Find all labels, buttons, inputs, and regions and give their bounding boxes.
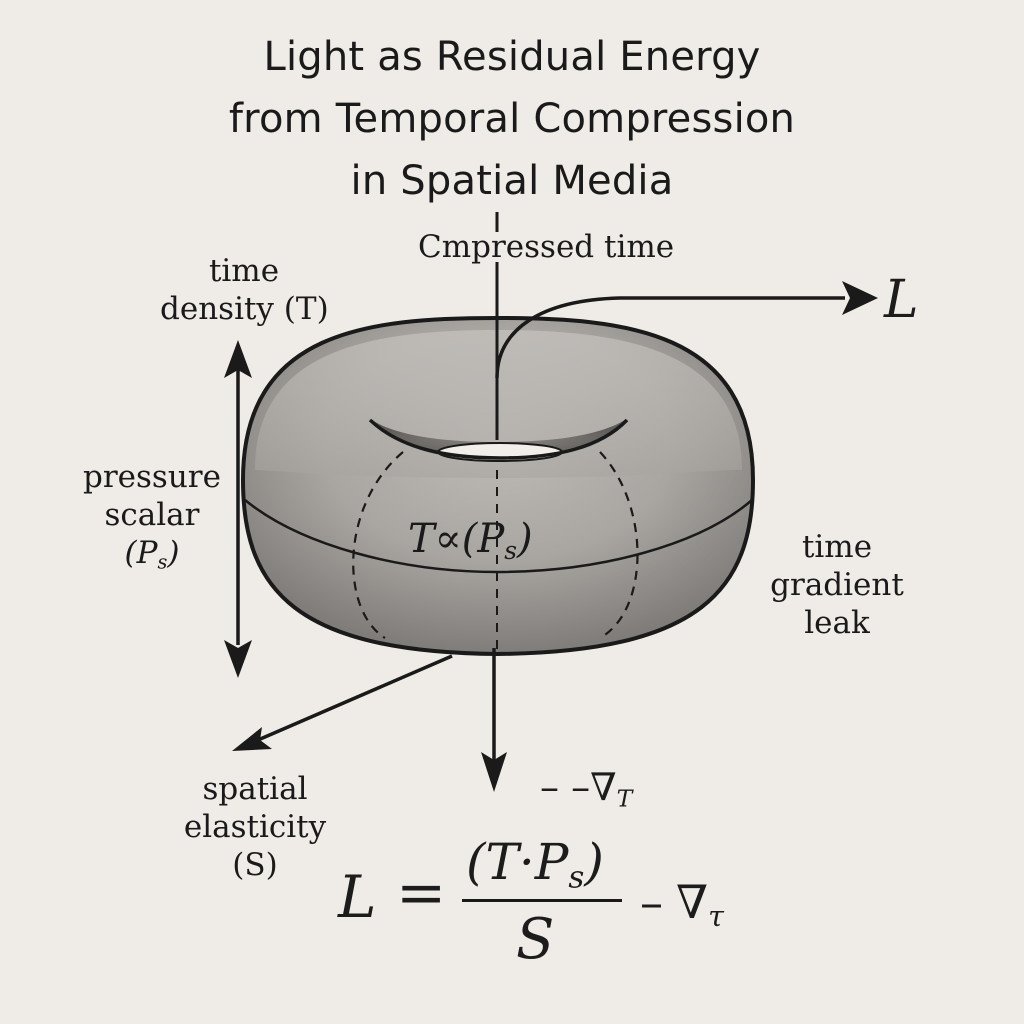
title-line-2: from Temporal Compression xyxy=(228,96,796,142)
equation-fraction-bar xyxy=(462,899,622,902)
center-formula: T∝(Ps) xyxy=(408,516,533,565)
diagonal-arrow-head xyxy=(232,727,272,751)
left-arrow-head-down xyxy=(224,640,252,678)
title-line-1: Light as Residual Energy xyxy=(263,34,761,80)
equation-nabla: ∇τ xyxy=(676,875,724,933)
arrow-to-L-curve xyxy=(495,296,845,379)
time-density-label: time density (T) xyxy=(160,253,329,327)
cross-section-dashed xyxy=(352,451,639,639)
equation-lhs: L xyxy=(338,863,377,931)
equation-equals: = xyxy=(396,858,447,928)
spatial-elasticity-label: spatial elasticity (S) xyxy=(183,771,327,883)
arrow-L-label: L xyxy=(884,270,919,330)
equation-minus: – xyxy=(640,875,663,929)
equation-numerator: (T·Ps) xyxy=(466,833,604,896)
diagram-title: Light as Residual Energy from Temporal C… xyxy=(0,26,1024,212)
equation-denominator: S xyxy=(516,907,555,972)
bottom-arrow-head xyxy=(481,752,507,792)
torus-inner-rim xyxy=(368,418,629,460)
arrow-to-L-head xyxy=(842,281,878,315)
title-line-3: in Spatial Media xyxy=(350,158,674,204)
compressed-time-label: Cmpressed time xyxy=(418,229,675,265)
time-gradient-leak-label: time gradient leak xyxy=(770,529,904,641)
left-arrow-head-up xyxy=(224,340,252,378)
diagonal-arrow-shaft xyxy=(257,654,453,742)
pressure-scalar-label: pressure scalar (Ps) xyxy=(83,459,221,574)
gradient-term: – –∇T xyxy=(540,765,633,813)
torus-hole xyxy=(372,420,625,458)
